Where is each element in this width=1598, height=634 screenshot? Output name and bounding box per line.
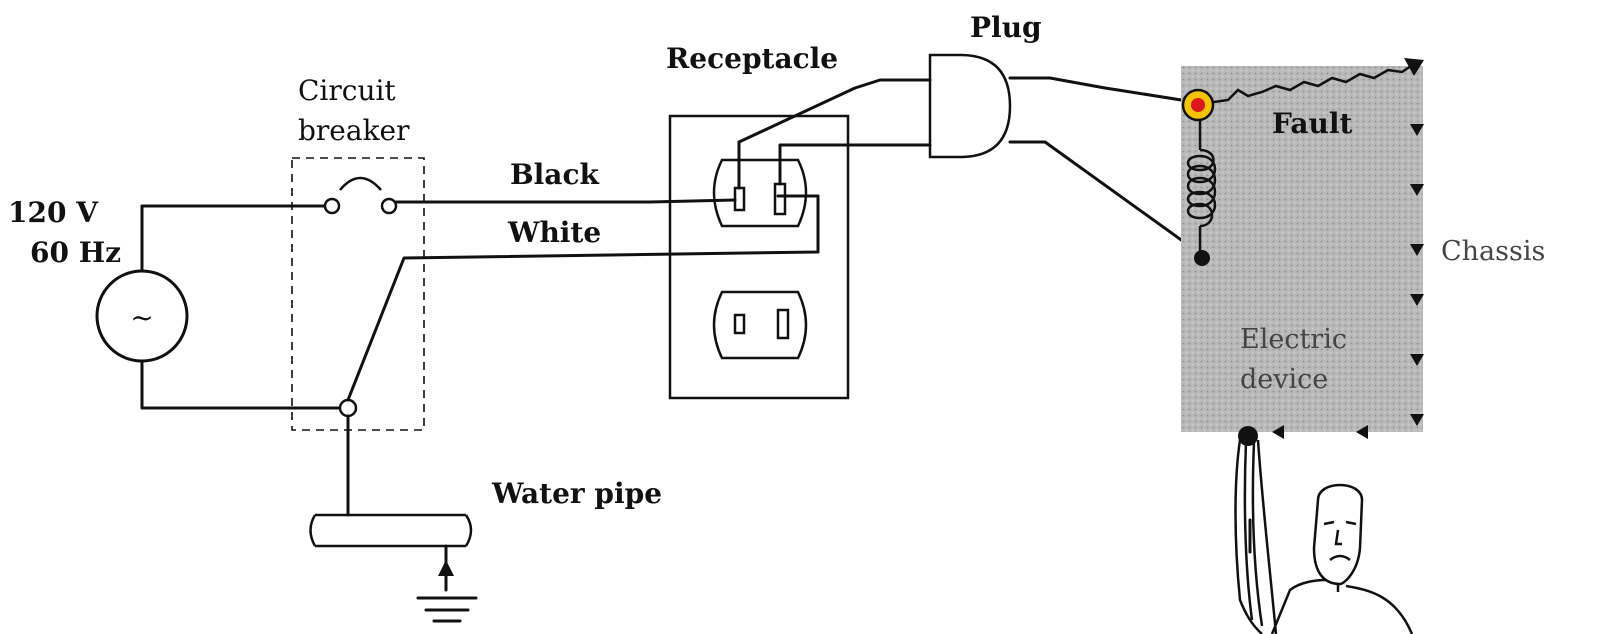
- fault-label: Fault: [1272, 107, 1352, 140]
- return-wire-to-source: [140, 359, 340, 410]
- hot-wire-to-plug: [737, 78, 932, 190]
- source-symbol: ~: [130, 301, 153, 334]
- chassis-label: Chassis: [1441, 236, 1545, 267]
- device-label-line1: Electric: [1240, 324, 1347, 355]
- black-wire: [394, 198, 737, 204]
- fault-path: [1199, 58, 1424, 106]
- receptacle: [668, 114, 850, 400]
- chassis-current-arrows: [1272, 124, 1424, 439]
- breaker-switch-icon: [323, 176, 398, 215]
- water-pipe-label: Water pipe: [491, 477, 662, 510]
- breaker-label-line2: breaker: [298, 114, 410, 147]
- neutral-wire-to-plug: [778, 143, 932, 186]
- breaker-label-line1: Circuit: [298, 74, 396, 107]
- source-frequency-label: 60 Hz: [30, 236, 121, 269]
- hot-wire-source-to-breaker: [140, 204, 330, 273]
- receptacle-label: Receptacle: [666, 42, 838, 75]
- source-voltage-label: 120 V: [8, 196, 99, 229]
- water-pipe: [309, 513, 473, 548]
- fault-marker-icon: [1181, 88, 1215, 122]
- white-wire-label: White: [507, 216, 601, 249]
- circuit-breaker: [291, 157, 425, 431]
- coil-icon: [1186, 116, 1217, 266]
- device-label-line2: device: [1240, 364, 1328, 395]
- plug-label: Plug: [970, 11, 1042, 44]
- ac-source-icon: ~: [95, 269, 189, 363]
- device-cord: [1008, 76, 1200, 254]
- electric-device-chassis: [1181, 66, 1423, 432]
- plug: [928, 53, 1012, 159]
- black-wire-label: Black: [510, 158, 599, 191]
- person-icon: [1234, 426, 1414, 634]
- neutral-terminal: [338, 398, 358, 418]
- ground-symbol-icon: [416, 544, 478, 623]
